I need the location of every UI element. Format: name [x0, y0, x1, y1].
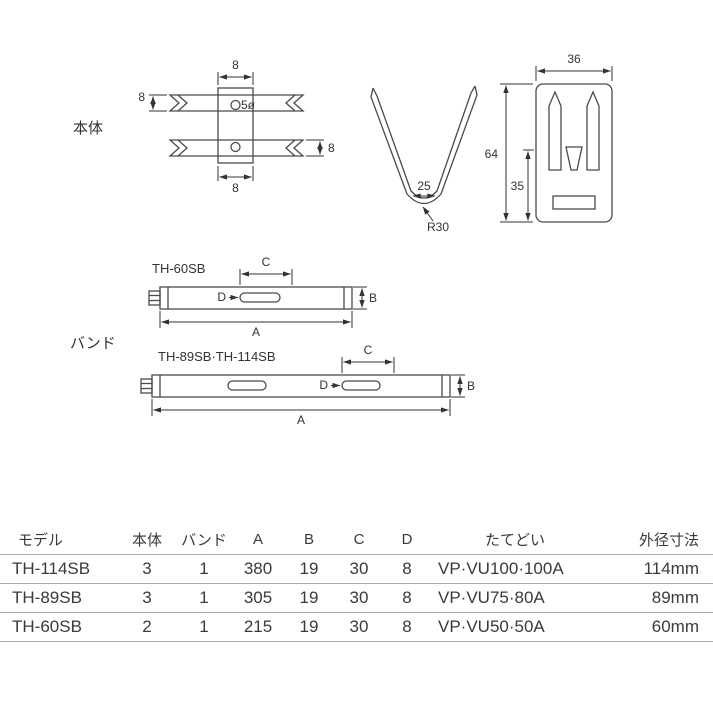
cell-model: TH-60SB [0, 612, 118, 642]
back-view-dims [500, 66, 613, 223]
band-body [151, 374, 451, 398]
cell-b: 19 [284, 583, 334, 613]
band-small-dim-a: A [252, 325, 260, 339]
cell-band-qty: 1 [176, 583, 232, 613]
table-row: TH-114SB 3 1 380 19 30 8 VP·VU100·100A 1… [0, 554, 713, 584]
front-hole-dim: 5ø [241, 98, 256, 112]
band-small-dim-c: C [262, 255, 271, 269]
band-body [159, 286, 353, 310]
back-dim-inner: 35 [511, 179, 525, 193]
cell-band-qty: 1 [176, 612, 232, 642]
col-header-band-qty: バンド [176, 526, 232, 555]
cell-c: 30 [334, 583, 384, 613]
back-dim-top: 36 [567, 52, 581, 66]
prong-right [586, 90, 600, 171]
front-dim-top: 8 [232, 58, 239, 72]
col-header-a: A [232, 526, 284, 555]
hole-top [230, 99, 241, 111]
front-dim-left: 8 [138, 90, 145, 104]
col-header-tatedoi: たてどい [430, 526, 600, 555]
bottom-bar-left-chevron [177, 139, 188, 157]
cell-d: 8 [384, 554, 430, 584]
cell-tatedoi: VP·VU100·100A [430, 554, 600, 584]
table-row: TH-89SB 3 1 305 19 30 8 VP·VU75·80A 89mm [0, 583, 713, 613]
side-view-dims [412, 193, 436, 222]
prong-left [548, 90, 562, 171]
band-large-dim-d: D [319, 378, 328, 392]
band-slot [227, 380, 267, 391]
leader-line [422, 206, 434, 222]
side-dim-width: 25 [417, 179, 431, 193]
cell-body-qty: 3 [118, 554, 176, 584]
clip-outer-line [370, 85, 478, 205]
back-plate [535, 83, 613, 223]
cell-outer-dia: 114mm [600, 554, 713, 584]
band-large-part [140, 374, 451, 398]
cell-a: 215 [232, 612, 284, 642]
cell-b: 19 [284, 612, 334, 642]
band-large-dims [151, 357, 465, 416]
back-view-part [535, 83, 613, 223]
band-small-dims [159, 269, 367, 328]
bottom-bar [168, 139, 305, 157]
cell-d: 8 [384, 612, 430, 642]
cell-band-qty: 1 [176, 554, 232, 584]
band-small-title: TH-60SB [152, 261, 205, 276]
band-section-label: バンド [70, 335, 116, 352]
cell-body-qty: 2 [118, 612, 176, 642]
col-header-c: C [334, 526, 384, 555]
cell-outer-dia: 60mm [600, 612, 713, 642]
band-small-part [148, 286, 353, 310]
header-row: モデル 本体 バンド A B C D たてどい 外径寸法 [0, 526, 713, 555]
cell-b: 19 [284, 554, 334, 584]
cell-a: 305 [232, 583, 284, 613]
col-header-body-qty: 本体 [118, 526, 176, 555]
col-header-model: モデル [0, 526, 118, 555]
cell-body-qty: 3 [118, 583, 176, 613]
cell-outer-dia: 89mm [600, 583, 713, 613]
band-large-title: TH-89SB·TH-114SB [158, 349, 276, 364]
top-bar [168, 94, 305, 112]
band-small-dim-b: B [369, 291, 377, 305]
band-small-dim-d: D [217, 290, 226, 304]
cell-c: 30 [334, 554, 384, 584]
hole-bottom [230, 141, 241, 153]
front-dim-right: 8 [328, 141, 335, 155]
cell-tatedoi: VP·VU75·80A [430, 583, 600, 613]
cell-d: 8 [384, 583, 430, 613]
col-header-d: D [384, 526, 430, 555]
side-dim-radius: R30 [427, 220, 449, 234]
table-row: TH-60SB 2 1 215 19 30 8 VP·VU50·50A 60mm [0, 612, 713, 642]
center-tab [565, 146, 583, 171]
cell-c: 30 [334, 612, 384, 642]
band-slot [341, 380, 381, 391]
bottom-bar-right-chevron [285, 139, 296, 157]
front-view-part [168, 87, 305, 164]
spec-table: モデル 本体 バンド A B C D たてどい 外径寸法 TH-114SB 3 … [0, 526, 713, 642]
band-large-dim-c: C [364, 343, 373, 357]
technical-drawing: 本体 バンド 8 8 [70, 52, 613, 427]
col-header-outer-dia: 外径寸法 [600, 526, 713, 555]
band-large-dim-b: B [467, 379, 475, 393]
front-dim-bottom: 8 [232, 181, 239, 195]
bolt-head [140, 378, 153, 394]
band-large-dim-a: A [297, 413, 305, 427]
bottom-slot [552, 195, 596, 210]
band-slot [239, 292, 281, 303]
back-dim-height: 64 [485, 147, 499, 161]
bolt-head [148, 290, 161, 306]
cell-a: 380 [232, 554, 284, 584]
center-plate [217, 87, 254, 164]
cell-model: TH-114SB [0, 554, 118, 584]
col-header-b: B [284, 526, 334, 555]
cell-tatedoi: VP·VU50·50A [430, 612, 600, 642]
top-bar-right-chevron [285, 94, 296, 112]
body-section-label: 本体 [73, 120, 103, 137]
front-view-dims [149, 72, 324, 181]
top-bar-left-chevron [177, 94, 188, 112]
cell-model: TH-89SB [0, 583, 118, 613]
